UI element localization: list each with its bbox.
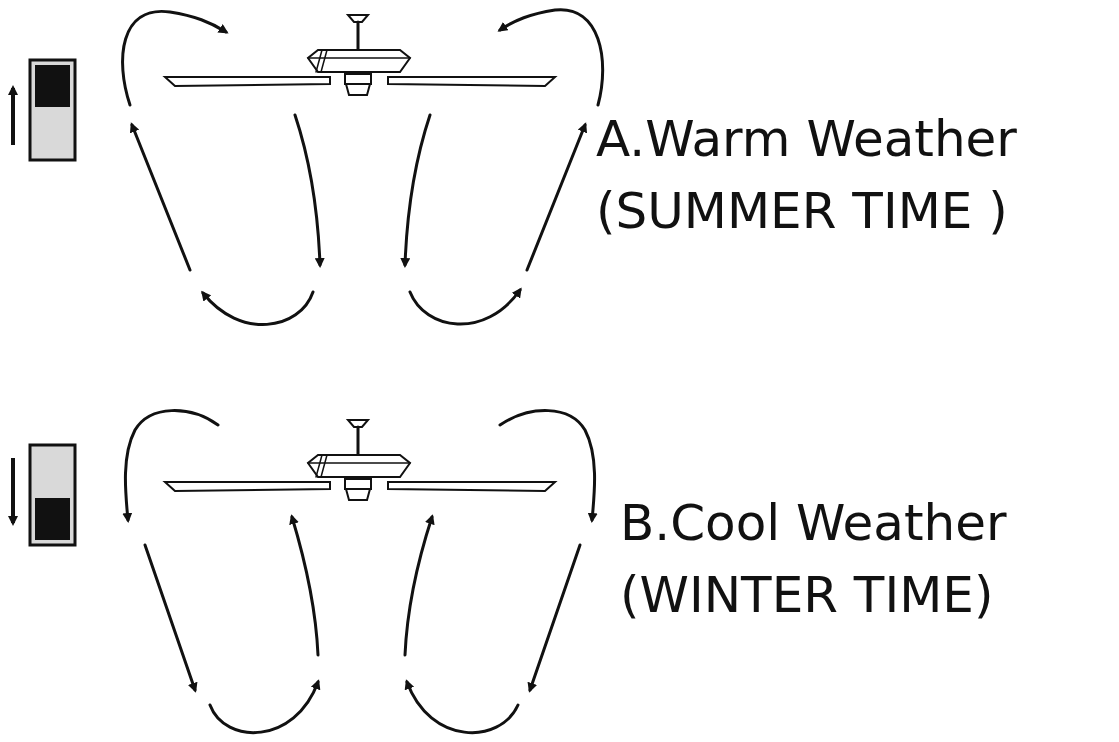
mode-heading: A.Warm Weather [596, 112, 1017, 167]
direction-switch [13, 60, 75, 545]
mode-heading: B.Cool Weather [620, 496, 1007, 551]
season-note: (WINTER TIME) [620, 568, 993, 623]
season-note: (SUMMER TIME ) [596, 184, 1008, 239]
